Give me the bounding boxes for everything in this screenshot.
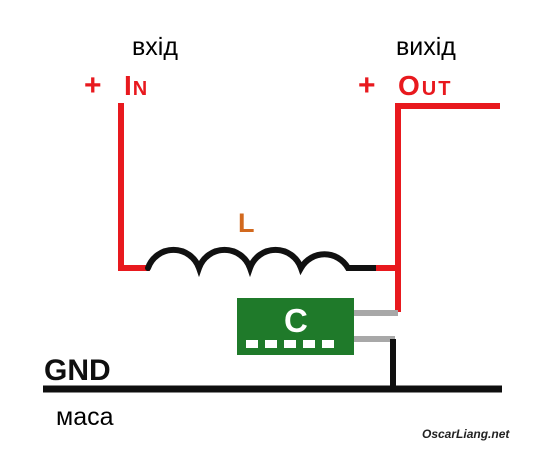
output-terminal-label: Out xyxy=(398,70,452,101)
inductor-coil xyxy=(145,246,381,278)
ground-label-ua: маса xyxy=(56,403,114,431)
output-plus-sign: + xyxy=(358,69,376,102)
input-label-ua: вхід xyxy=(132,33,178,61)
capacitor-pads xyxy=(246,340,334,348)
output-label-ua: вихід xyxy=(396,33,456,61)
capacitor-label: C xyxy=(284,302,308,339)
watermark: OscarLiang.net xyxy=(422,427,510,441)
input-wire xyxy=(118,103,150,271)
input-plus-sign: + xyxy=(84,69,102,102)
inductor-label: L xyxy=(238,208,255,238)
ground-terminal-label: GND xyxy=(44,354,111,387)
output-wire xyxy=(376,103,500,271)
input-terminal-label: In xyxy=(124,70,148,101)
